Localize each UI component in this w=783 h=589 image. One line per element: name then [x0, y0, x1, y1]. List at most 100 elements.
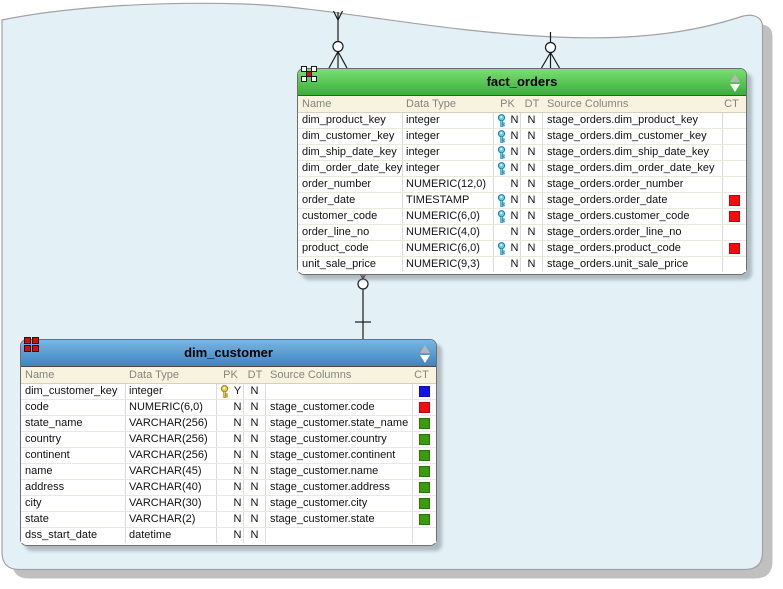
ct-red-indicator: [729, 195, 740, 206]
dt-cell: N: [244, 480, 266, 495]
pk-cell: N: [509, 161, 521, 176]
relationship-connector-top-left[interactable]: [328, 10, 348, 69]
scroll-up-arrow-icon[interactable]: [420, 345, 430, 353]
table-header[interactable]: fact_orders: [298, 66, 746, 96]
column-name-cell: dim_product_key: [298, 113, 403, 128]
table-row[interactable]: name VARCHAR(45) N N stage_customer.name: [21, 464, 436, 480]
ct-red-indicator: [419, 402, 430, 413]
table-row[interactable]: city VARCHAR(30) N N stage_customer.city: [21, 496, 436, 512]
crow-foot-prong: [337, 51, 348, 69]
ct-cell: [413, 464, 436, 479]
scroll-down-arrow-icon[interactable]: [420, 355, 430, 363]
table-row[interactable]: address VARCHAR(40) N N stage_customer.a…: [21, 480, 436, 496]
ct-cell: [413, 448, 436, 463]
pk-cell: N: [232, 464, 244, 479]
column-name-cell: dim_ship_date_key: [298, 145, 403, 160]
dt-cell: N: [244, 528, 266, 543]
crow-foot-prong: [328, 51, 339, 69]
crow-foot-prong: [540, 52, 552, 69]
table-row[interactable]: state_name VARCHAR(256) N N stage_custom…: [21, 416, 436, 432]
table-row[interactable]: unit_sale_price NUMERIC(9,3) N N stage_o…: [298, 257, 746, 272]
dt-cell: N: [244, 448, 266, 463]
source-columns-cell: stage_orders.dim_product_key: [543, 113, 723, 128]
pk-cell: N: [232, 432, 244, 447]
dt-cell: N: [244, 464, 266, 479]
column-name-cell: continent: [21, 448, 126, 463]
column-name-cell: state: [21, 512, 126, 527]
foreign-key-icon: [497, 210, 506, 223]
crow-foot-prong: [549, 52, 561, 69]
ct-cell: [723, 241, 746, 256]
dimension-table-icon: [24, 337, 40, 353]
entity-table-fact-orders[interactable]: fact_orders Name Data Type PK DT Source …: [297, 66, 747, 275]
source-columns-cell: [266, 384, 413, 399]
table-row[interactable]: dss_start_date datetime N N: [21, 528, 436, 543]
pk-cell: Y: [232, 384, 244, 399]
source-columns-cell: stage_orders.order_line_no: [543, 225, 723, 240]
source-columns-cell: stage_customer.state: [266, 512, 413, 527]
key-cell: [494, 145, 509, 160]
table-row[interactable]: order_date TIMESTAMP N N stage_orders.or…: [298, 193, 746, 209]
header-source-columns: Source Columns: [547, 98, 629, 110]
ct-cell: [413, 496, 436, 511]
dt-cell: N: [521, 257, 543, 272]
table-row[interactable]: continent VARCHAR(256) N N stage_custome…: [21, 448, 436, 464]
pk-cell: N: [232, 512, 244, 527]
key-cell: [217, 464, 232, 479]
column-name-cell: unit_sale_price: [298, 257, 403, 272]
data-type-cell: integer: [403, 113, 494, 128]
entity-table-dim-customer[interactable]: dim_customer Name Data Type PK DT Source…: [20, 337, 437, 546]
column-header-row: Name Data Type PK DT Source Columns CT: [21, 367, 436, 384]
data-type-cell: VARCHAR(256): [126, 432, 217, 447]
data-type-cell: NUMERIC(9,3): [403, 257, 494, 272]
ct-green-indicator: [419, 466, 430, 477]
ct-green-indicator: [419, 418, 430, 429]
table-row[interactable]: dim_ship_date_key integer N N stage_orde…: [298, 145, 746, 161]
dt-cell: N: [521, 129, 543, 144]
scroll-down-arrow-icon[interactable]: [730, 84, 740, 92]
column-name-cell: order_line_no: [298, 225, 403, 240]
data-type-cell: NUMERIC(4,0): [403, 225, 494, 240]
table-row[interactable]: product_code NUMERIC(6,0) N N stage_orde…: [298, 241, 746, 257]
ct-green-indicator: [419, 434, 430, 445]
table-row[interactable]: dim_order_date_key integer N N stage_ord…: [298, 161, 746, 177]
source-columns-cell: stage_customer.city: [266, 496, 413, 511]
dt-cell: N: [244, 400, 266, 415]
column-name-cell: city: [21, 496, 126, 511]
ct-green-indicator: [419, 450, 430, 461]
dt-cell: N: [521, 225, 543, 240]
table-header[interactable]: dim_customer: [21, 337, 436, 367]
pk-cell: N: [232, 528, 244, 543]
relationship-connector-top-right[interactable]: [540, 32, 561, 69]
ct-cell: [413, 512, 436, 527]
table-row[interactable]: dim_customer_key integer N N stage_order…: [298, 129, 746, 145]
pk-cell: N: [509, 257, 521, 272]
ct-cell: [723, 129, 746, 144]
ct-cell: [413, 384, 436, 399]
table-row[interactable]: country VARCHAR(256) N N stage_customer.…: [21, 432, 436, 448]
table-row[interactable]: code NUMERIC(6,0) N N stage_customer.cod…: [21, 400, 436, 416]
foreign-key-icon: [497, 194, 506, 207]
header-data-type: Data Type: [406, 98, 456, 110]
table-row[interactable]: order_number NUMERIC(12,0) N N stage_ord…: [298, 177, 746, 193]
table-row[interactable]: dim_customer_key integer Y N: [21, 384, 436, 400]
data-type-cell: integer: [403, 161, 494, 176]
source-columns-cell: stage_customer.name: [266, 464, 413, 479]
table-row[interactable]: state VARCHAR(2) N N stage_customer.stat…: [21, 512, 436, 528]
source-columns-cell: stage_orders.customer_code: [543, 209, 723, 224]
ct-green-indicator: [419, 482, 430, 493]
data-type-cell: VARCHAR(256): [126, 448, 217, 463]
primary-key-icon: [220, 385, 229, 398]
header-source-columns: Source Columns: [270, 369, 352, 381]
key-cell: [217, 432, 232, 447]
key-cell: [494, 257, 509, 272]
key-cell: [217, 448, 232, 463]
header-ct: CT: [414, 369, 429, 381]
table-row[interactable]: order_line_no NUMERIC(4,0) N N stage_ord…: [298, 225, 746, 241]
data-type-cell: integer: [126, 384, 217, 399]
scroll-up-arrow-icon[interactable]: [730, 74, 740, 82]
dt-cell: N: [521, 161, 543, 176]
table-row[interactable]: dim_product_key integer N N stage_orders…: [298, 113, 746, 129]
table-row[interactable]: customer_code NUMERIC(6,0) N N stage_ord…: [298, 209, 746, 225]
table-title: fact_orders: [486, 74, 558, 89]
